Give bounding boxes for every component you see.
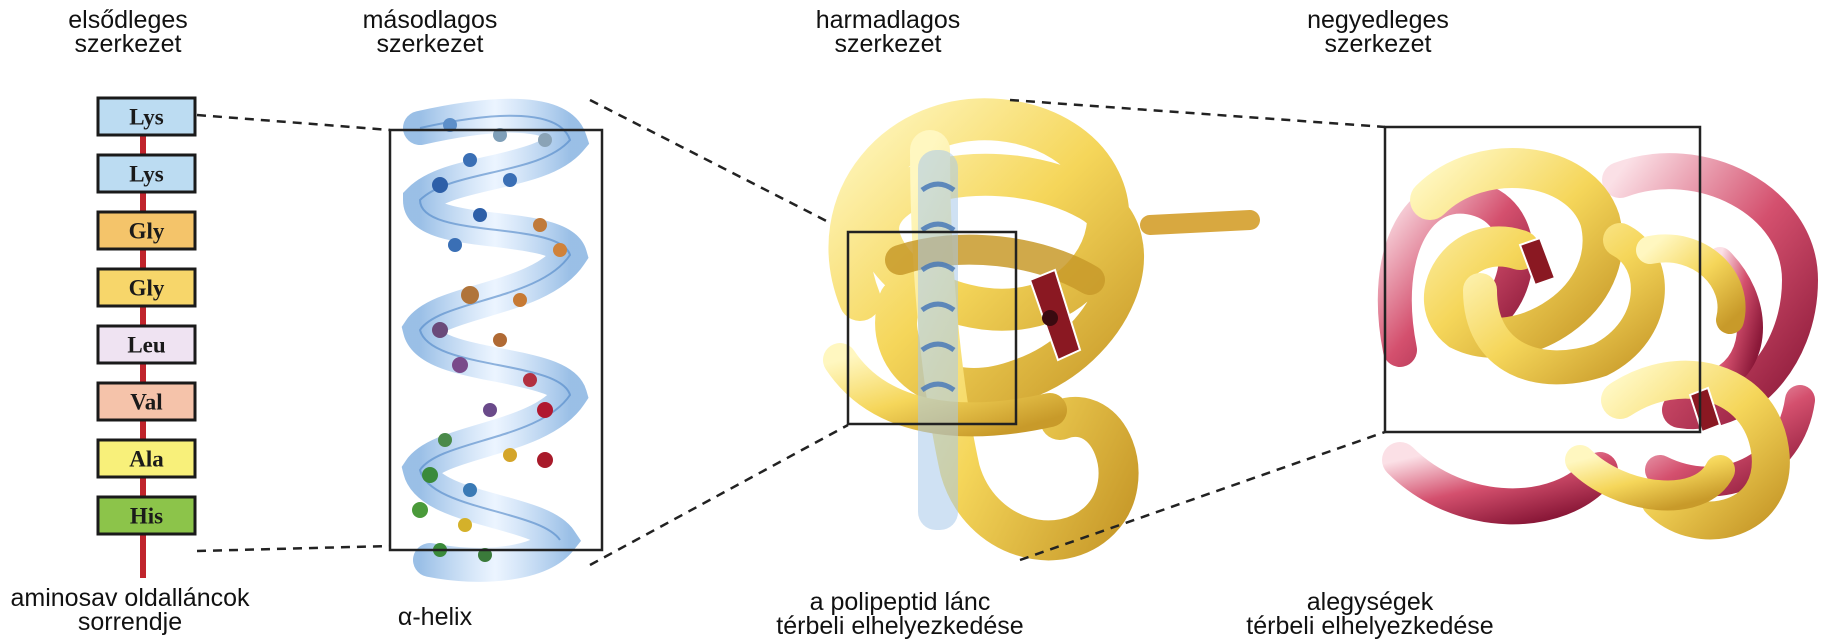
amino-acid-label: Lys <box>129 162 164 187</box>
amino-acid-label: Leu <box>127 333 166 358</box>
tertiary-structure-illustration <box>840 119 1250 540</box>
alpha-helix-illustration <box>390 116 602 565</box>
amino-acid-label: Gly <box>129 276 165 301</box>
amino-acid-label: Val <box>130 390 162 415</box>
quaternary-structure-illustration <box>1385 127 1800 520</box>
amino-acid-label: His <box>130 504 163 529</box>
connector-dash <box>590 425 848 565</box>
connector-dash <box>197 115 390 130</box>
amino-acid-label: Gly <box>129 219 165 244</box>
connector-dash <box>590 100 848 232</box>
amino-acid-label: Ala <box>129 447 164 472</box>
connector-dash <box>197 546 390 551</box>
amino-acid-label: Lys <box>129 105 164 130</box>
